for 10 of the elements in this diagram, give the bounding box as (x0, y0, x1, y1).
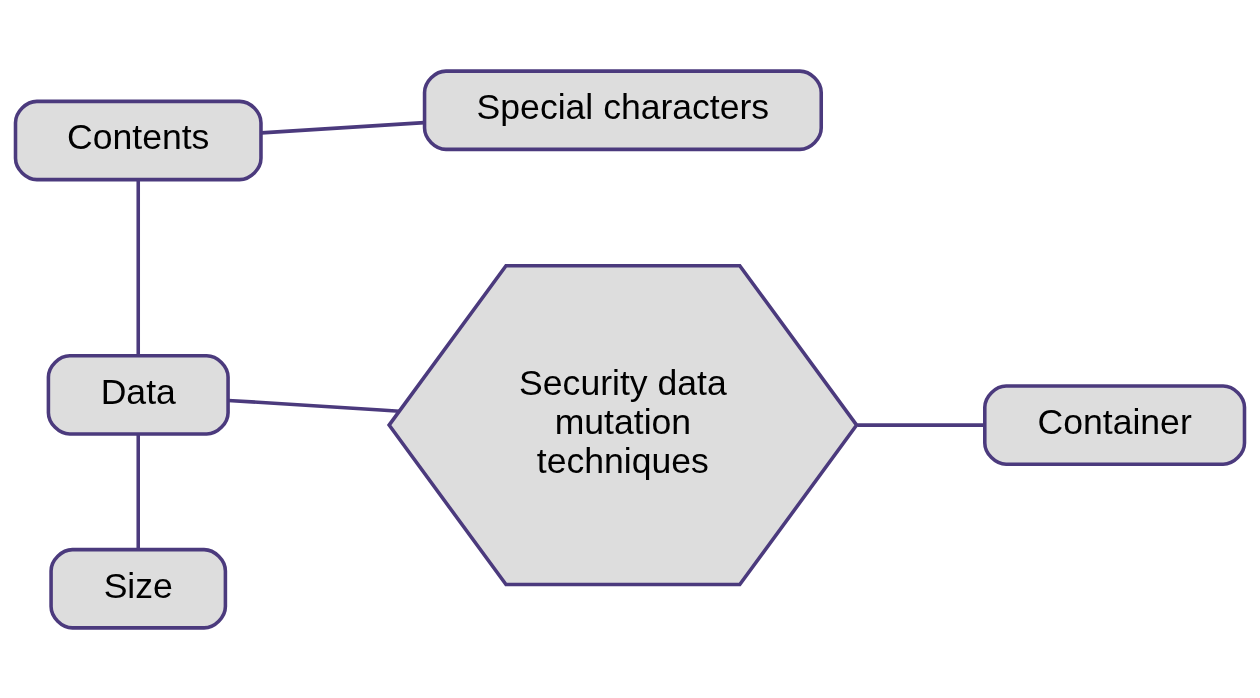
connector (136, 433, 140, 549)
connector (261, 120, 425, 135)
node-box: Container (983, 383, 1247, 466)
node-box: Special characters (422, 68, 823, 151)
node-box: Contents (13, 99, 263, 181)
node-box: Size (49, 547, 228, 630)
connector (136, 179, 140, 356)
connector (228, 398, 400, 413)
node-box: Data (46, 353, 230, 436)
connector (857, 422, 985, 427)
